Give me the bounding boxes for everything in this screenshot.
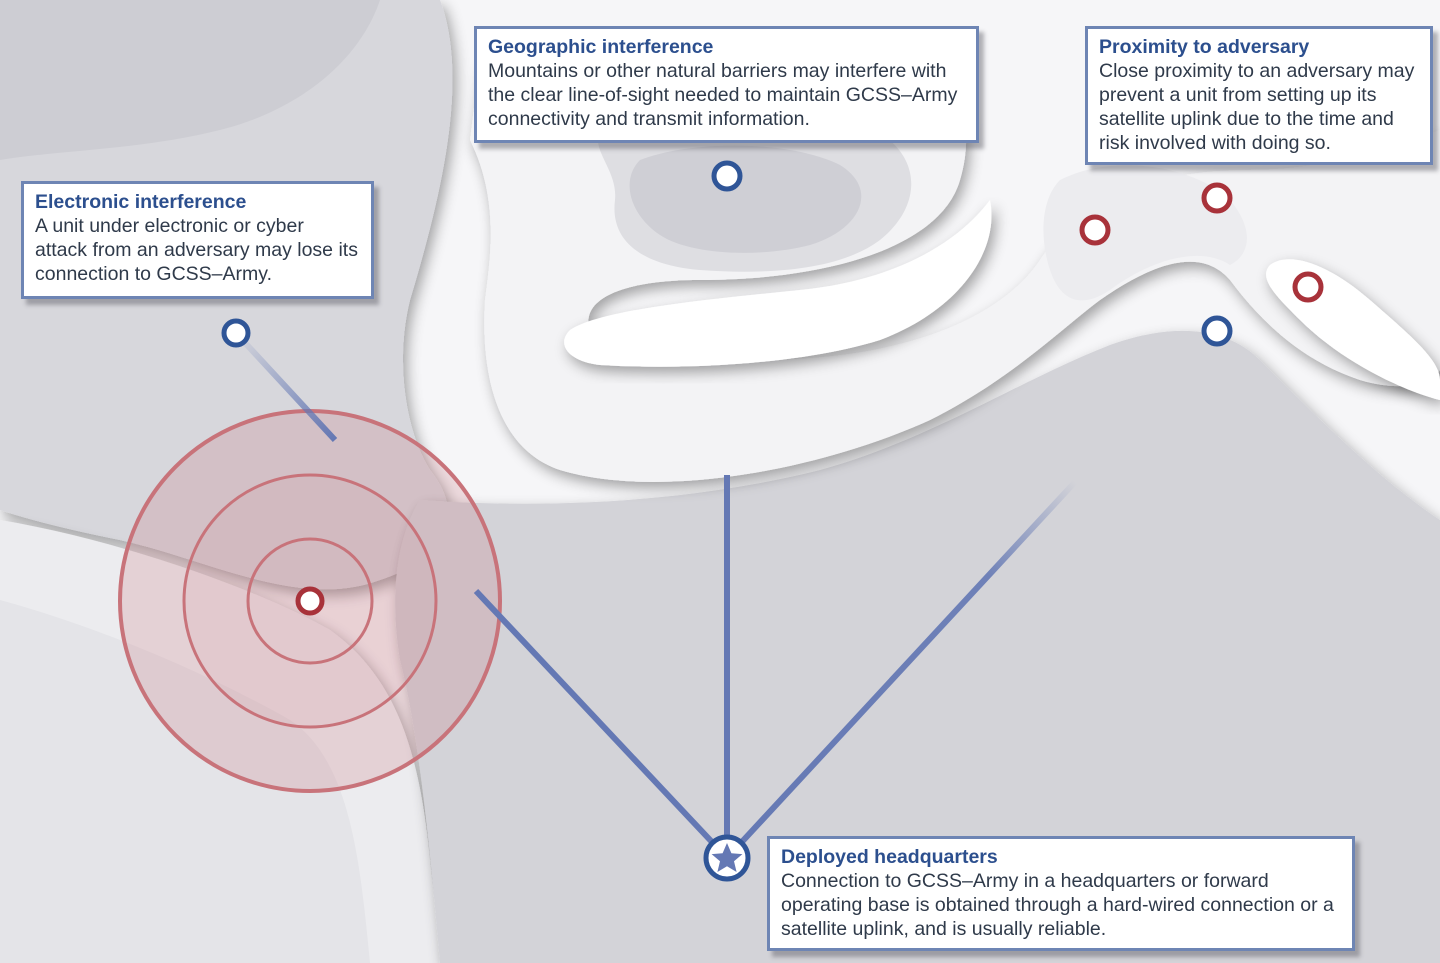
terrain-ridge-spur (564, 200, 992, 367)
adversary-marker-2 (1201, 182, 1233, 214)
callout-geographic-interference: Geographic interference Mountains or oth… (474, 26, 979, 143)
callout-title: Geographic interference (488, 36, 714, 58)
callout-deployed-headquarters: Deployed headquarters Connection to GCSS… (767, 836, 1355, 951)
callout-electronic-interference: Electronic interference A unit under ele… (21, 181, 374, 299)
unit-marker-proximity (1201, 315, 1233, 347)
jamming-ring-inner (246, 537, 374, 665)
unit-marker-geographic (711, 160, 743, 192)
unit-marker-electronic (221, 318, 251, 348)
link-line-electronic-lower (473, 588, 730, 861)
callout-body: Mountains or other natural barriers may … (488, 60, 958, 130)
callout-body: Connection to GCSS–Army in a headquarter… (781, 870, 1334, 940)
callout-body: A unit under electronic or cyber attack … (35, 215, 358, 285)
terrain-southwest-lowland (0, 600, 370, 963)
terrain-ridge-core (629, 145, 862, 253)
callout-body: Close proximity to an adversary may prev… (1099, 60, 1415, 154)
headquarters-marker (703, 834, 751, 882)
star-icon (711, 843, 743, 872)
adversary-marker-jammer (295, 586, 325, 616)
terrain-northeast-band (1043, 165, 1247, 301)
link-line-electronic-upper (233, 330, 338, 443)
terrain-south-plain (395, 330, 1440, 963)
callout-proximity-to-adversary: Proximity to adversary Close proximity t… (1085, 26, 1433, 165)
adversary-marker-1 (1079, 214, 1111, 246)
terrain-northwest-mass (0, 0, 380, 160)
callout-title: Deployed headquarters (781, 846, 998, 868)
callout-title: Electronic interference (35, 191, 247, 213)
link-line-proximity (724, 479, 1078, 861)
callout-title: Proximity to adversary (1099, 36, 1310, 58)
adversary-marker-3 (1292, 271, 1324, 303)
